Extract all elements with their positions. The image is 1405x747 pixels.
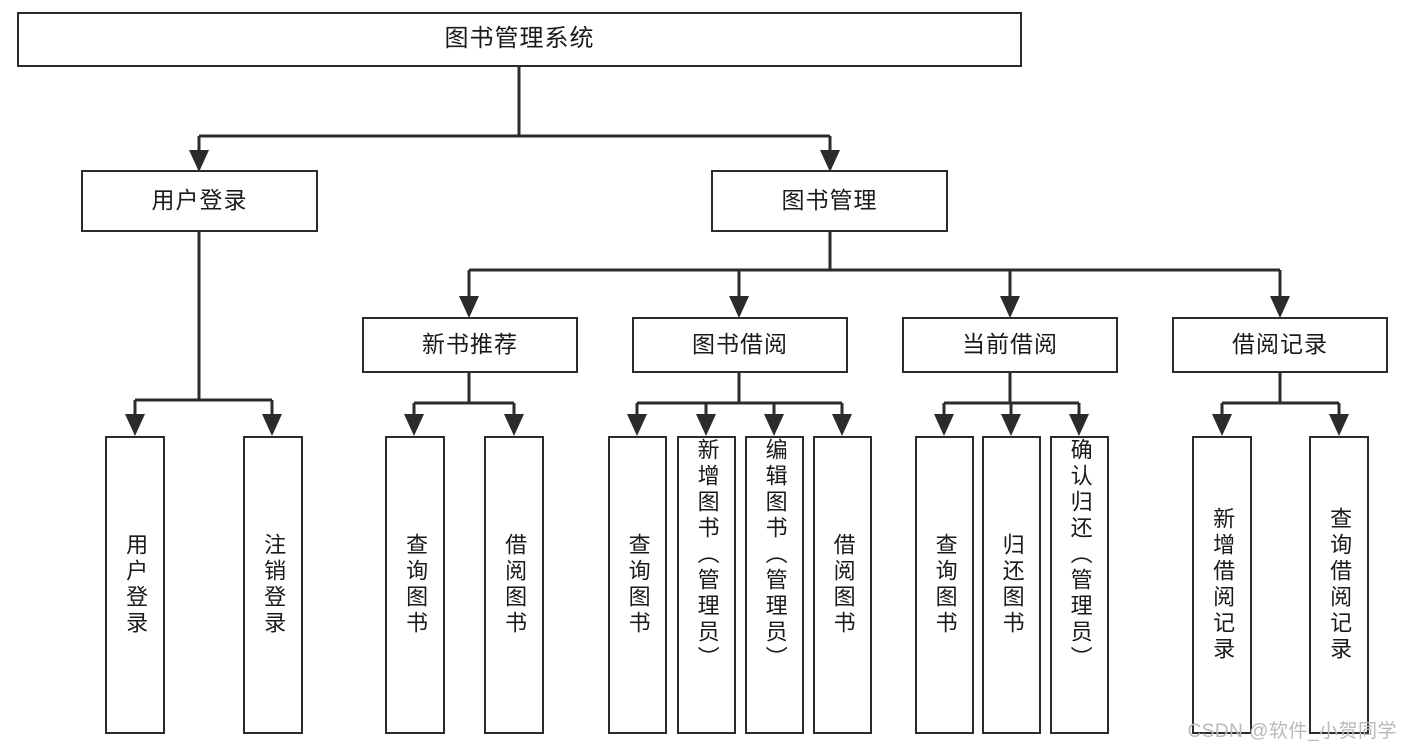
- arrowhead-leaf-user-login: [125, 414, 145, 436]
- node-root[interactable]: 图书管理系统: [17, 12, 1022, 67]
- node-leaf-query-book-2-label: 查询图书: [625, 533, 651, 637]
- arrowhead-br-l1: [1212, 414, 1232, 436]
- node-leaf-logout-label: 注销登录: [261, 533, 287, 637]
- node-leaf-borrow-book-2-label: 借阅图书: [830, 533, 856, 637]
- node-current-borrow[interactable]: 当前借阅: [902, 317, 1118, 373]
- watermark-text: CSDN @软件_小贺同学: [1187, 721, 1397, 742]
- arrowhead-leaf-logout: [262, 414, 282, 436]
- node-leaf-query-record[interactable]: 查询借阅记录: [1309, 436, 1369, 734]
- node-user-login-label: 用户登录: [151, 187, 248, 214]
- arrowhead-cb-l2: [1001, 414, 1021, 436]
- arrowhead-bb-l2: [696, 414, 716, 436]
- node-leaf-user-login[interactable]: 用户登录: [105, 436, 165, 734]
- node-leaf-query-book-2[interactable]: 查询图书: [608, 436, 667, 734]
- arrowhead-cb: [1000, 296, 1020, 318]
- node-leaf-borrow-book-2[interactable]: 借阅图书: [813, 436, 872, 734]
- node-user-login[interactable]: 用户登录: [81, 170, 318, 232]
- node-leaf-confirm-return[interactable]: 确认归还（管理员）: [1050, 436, 1109, 734]
- node-book-manage[interactable]: 图书管理: [711, 170, 948, 232]
- arrowhead-book-manage: [820, 150, 840, 172]
- node-leaf-logout[interactable]: 注销登录: [243, 436, 303, 734]
- arrowhead-cb-l3: [1069, 414, 1089, 436]
- arrowhead-bb-l3: [764, 414, 784, 436]
- node-borrow-record[interactable]: 借阅记录: [1172, 317, 1388, 373]
- arrowhead-bb-l4: [832, 414, 852, 436]
- node-leaf-return-book[interactable]: 归还图书: [982, 436, 1041, 734]
- arrowhead-cb-l1: [934, 414, 954, 436]
- node-leaf-add-record[interactable]: 新增借阅记录: [1192, 436, 1252, 734]
- node-leaf-user-login-label: 用户登录: [123, 533, 149, 637]
- node-borrow-record-label: 借阅记录: [1232, 331, 1328, 358]
- node-leaf-query-book-1[interactable]: 查询图书: [385, 436, 445, 734]
- node-root-label: 图书管理系统: [444, 25, 595, 53]
- arrowhead-nbr: [459, 296, 479, 318]
- arrowhead-bb-l1: [627, 414, 647, 436]
- node-book-borrow-label: 图书借阅: [692, 331, 788, 358]
- node-new-book-recommend-label: 新书推荐: [422, 331, 518, 358]
- node-leaf-query-record-label: 查询借阅记录: [1327, 507, 1353, 663]
- node-leaf-query-book-3-label: 查询图书: [932, 533, 958, 637]
- node-leaf-borrow-book-1[interactable]: 借阅图书: [484, 436, 544, 734]
- node-leaf-add-book[interactable]: 新增图书（管理员）: [677, 436, 736, 734]
- node-leaf-add-book-label: 新增图书（管理员）: [694, 438, 720, 672]
- node-leaf-confirm-return-label: 确认归还（管理员）: [1067, 438, 1093, 672]
- node-leaf-edit-book-label: 编辑图书（管理员）: [762, 438, 788, 672]
- node-leaf-add-record-label: 新增借阅记录: [1210, 507, 1236, 663]
- node-leaf-query-book-1-label: 查询图书: [403, 533, 429, 637]
- node-current-borrow-label: 当前借阅: [962, 331, 1058, 358]
- arrowhead-nbr-l2: [504, 414, 524, 436]
- arrowhead-nbr-l1: [404, 414, 424, 436]
- arrowhead-bb: [729, 296, 749, 318]
- arrowhead-user-login: [189, 150, 209, 172]
- node-leaf-query-book-3[interactable]: 查询图书: [915, 436, 974, 734]
- node-leaf-edit-book[interactable]: 编辑图书（管理员）: [745, 436, 804, 734]
- node-book-borrow[interactable]: 图书借阅: [632, 317, 848, 373]
- node-new-book-recommend[interactable]: 新书推荐: [362, 317, 578, 373]
- node-leaf-return-book-label: 归还图书: [999, 533, 1025, 637]
- arrowhead-br: [1270, 296, 1290, 318]
- arrowhead-br-l2: [1329, 414, 1349, 436]
- node-book-manage-label: 图书管理: [781, 187, 878, 214]
- node-leaf-borrow-book-1-label: 借阅图书: [502, 533, 528, 637]
